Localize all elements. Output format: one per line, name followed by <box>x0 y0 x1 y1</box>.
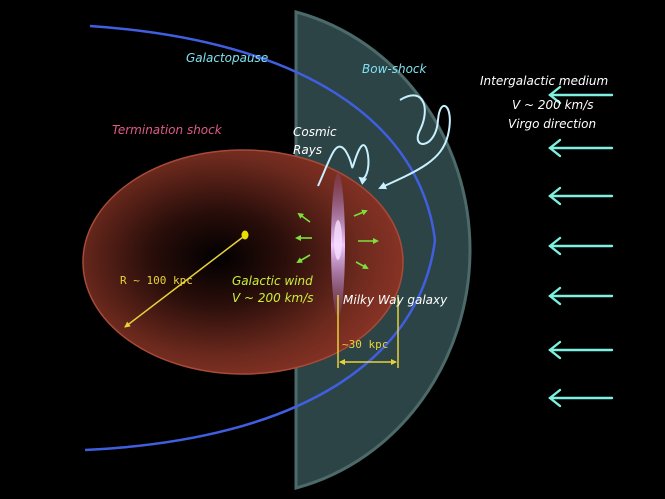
milky-way-label: Milky Way galaxy <box>343 293 448 307</box>
galaxy-bulge <box>334 220 342 260</box>
galactic-wind-label: Galactic wind <box>232 274 313 288</box>
termination-shock-label-bg <box>108 121 230 139</box>
bow-shock-label: Bow-shock <box>362 62 428 76</box>
cosmic-label: Cosmic <box>293 125 337 139</box>
dot-icon <box>241 230 249 240</box>
intergalactic-medium-label: Intergalactic medium <box>480 74 608 88</box>
arrow-outward-icon <box>295 209 379 269</box>
radius-line <box>124 236 244 328</box>
termination-shock-halo <box>82 149 404 375</box>
galactopause-label: Galactopause <box>186 51 268 65</box>
disk-size-label: ~30 kpc <box>342 338 388 351</box>
galactopause-line <box>84 24 437 452</box>
arrow-left-icon <box>548 85 614 408</box>
medium-velocity-label: V ~ 200 km/s <box>512 98 594 112</box>
rays-label: Rays <box>293 143 322 157</box>
cosmic-ray-path-upper <box>378 94 451 190</box>
wind-velocity-label: V ~ 200 km/s <box>232 291 314 305</box>
cosmic-ray-path-lower <box>317 144 370 187</box>
virgo-direction-label: Virgo direction <box>508 117 596 131</box>
termination-shock-label: Termination shock <box>112 123 223 137</box>
radius-label: R ~ 100 kpc <box>120 274 193 287</box>
